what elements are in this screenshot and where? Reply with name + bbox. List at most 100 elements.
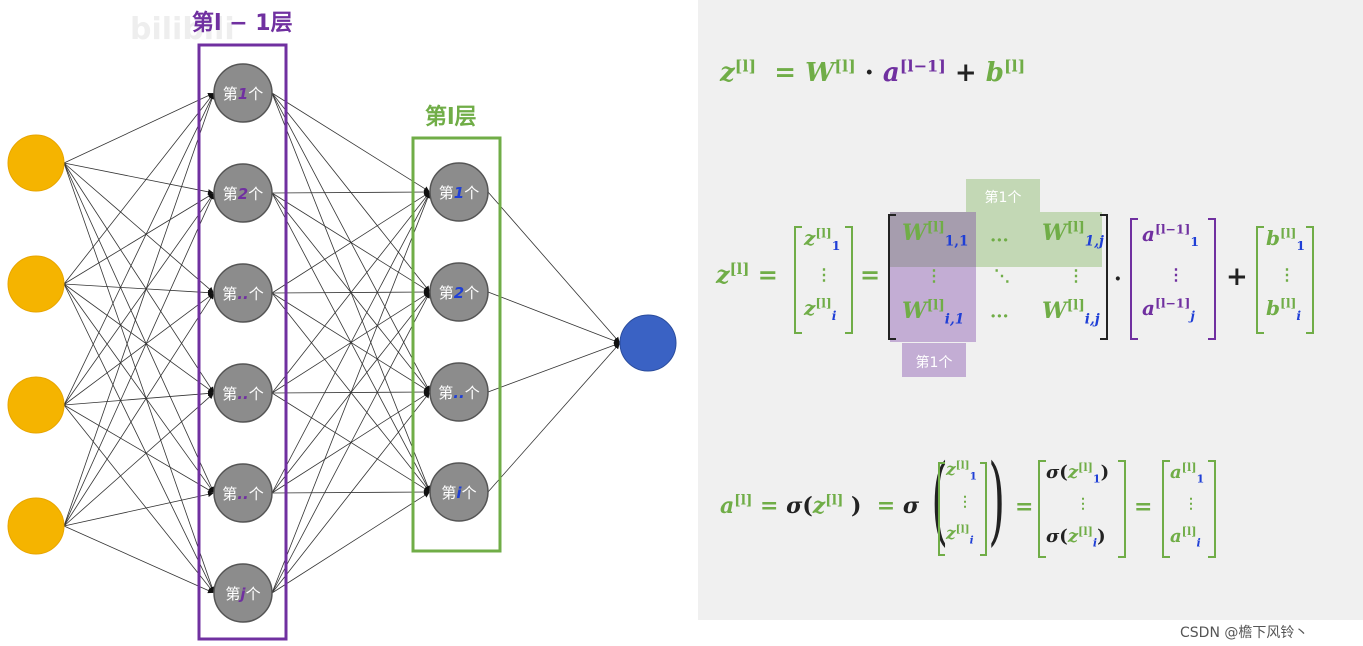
connection-edge: [63, 162, 214, 293]
a-vdots: ⋮: [1168, 265, 1184, 284]
connection-edge: [63, 93, 214, 285]
connection-edge: [63, 283, 214, 393]
prev-layer-node: [213, 463, 273, 523]
w-vdots-left: ⋮: [926, 266, 942, 285]
connection-edge: [487, 291, 620, 344]
dot-2: ·: [1114, 266, 1122, 292]
z3-1: z[l]1: [946, 459, 977, 483]
sigma-vec-bracket-left: [1038, 460, 1046, 558]
w-vdots-right: ⋮: [1068, 266, 1084, 285]
b-i: b[l]i: [1266, 295, 1302, 323]
eq-sign-3b: =: [1015, 494, 1034, 520]
connection-edge: [271, 192, 430, 394]
input-node: [7, 255, 65, 313]
connection-edge: [271, 392, 430, 492]
sigma-z1: σ(z[l]1): [1046, 461, 1110, 486]
prev-layer-node-label: 第2个: [223, 185, 263, 203]
w-i1: W[l]i,1: [902, 297, 965, 328]
connection-edge: [271, 292, 430, 392]
bilibili-logo-watermark: bilibili: [130, 12, 235, 47]
connection-edge: [271, 292, 430, 594]
cur-layer-node-label: 第..个: [438, 384, 479, 402]
w-bracket-right: [1100, 214, 1108, 340]
cur-layer-node-label: 第i个: [441, 484, 476, 502]
connection-edge: [271, 189, 430, 195]
z-lhs: z[l] =: [716, 260, 778, 289]
connection-edge: [63, 162, 214, 393]
input-node: [7, 376, 65, 434]
connection-edge: [487, 191, 620, 343]
prev-layer-node: [213, 63, 273, 123]
b-bracket-right: [1306, 226, 1314, 334]
z-i: z[l]i: [804, 295, 837, 323]
z-1: z[l]1: [804, 225, 841, 253]
big-paren-right: ): [988, 444, 1006, 556]
prev-layer-node-label: 第..个: [222, 385, 263, 403]
connection-edge: [63, 162, 214, 195]
connection-edge: [487, 343, 620, 493]
connection-edge: [271, 492, 430, 594]
a-vec-bracket-left: [1162, 460, 1170, 558]
connection-edge: [63, 283, 214, 296]
a3-1: a[l]1: [1170, 461, 1205, 486]
w-ddots: ⋱: [994, 266, 1010, 285]
row-highlight: [890, 212, 1102, 267]
connection-edge: [271, 392, 430, 594]
connection-edge: [63, 293, 214, 406]
prev-layer-node-label: 第j个: [225, 585, 260, 603]
z-vdots: ⋮: [816, 265, 832, 284]
input-node: [7, 497, 65, 555]
b-vdots: ⋮: [1279, 265, 1295, 284]
csdn-watermark: CSDN @檐下风铃丶: [1180, 625, 1309, 641]
a-j: a[l−1]j: [1142, 295, 1195, 323]
b-1: b[l]1: [1266, 225, 1306, 253]
column-highlight: [890, 212, 976, 342]
input-node: [7, 134, 65, 192]
a-vec-bracket-right: [1208, 460, 1216, 558]
cur-layer-node: [429, 162, 489, 222]
z3-vdots: ⋮: [958, 494, 972, 510]
prev-layer-node: [213, 163, 273, 223]
connection-edge: [487, 342, 620, 393]
connection-edge: [271, 192, 430, 494]
sigma-zi: σ(z[l]i): [1046, 525, 1106, 550]
z-vec3-bracket-left: [938, 462, 945, 556]
prev-layer-node: [213, 363, 273, 423]
eq-sign-2: =: [860, 260, 881, 289]
connection-edge: [63, 93, 214, 406]
cur-layer-node-label: 第2个: [439, 284, 479, 302]
connection-edge: [63, 93, 214, 164]
prev-layer-title: 第l − 1层: [192, 10, 293, 36]
w-hdots-bottom: ···: [990, 306, 1009, 327]
connection-edge: [63, 162, 215, 593]
connection-edge: [63, 491, 214, 527]
z3-i: z[l]i: [946, 523, 974, 547]
connection-edge: [63, 404, 214, 593]
connection-edge: [63, 283, 214, 493]
connection-edge: [63, 93, 215, 527]
eq-sign-3c: =: [1134, 494, 1153, 520]
a3-i: a[l]i: [1170, 525, 1201, 550]
prev-layer-box: [197, 43, 288, 641]
prev-layer-node-label: 第..个: [222, 485, 263, 503]
neural-network-diagram: 第l − 1层 第l层 第1个第2个第..个第..个第..个第j个第1个第2个第…: [7, 10, 677, 641]
connection-edge: [63, 293, 214, 527]
cur-layer-title: 第l层: [425, 104, 477, 130]
connection-edge: [63, 193, 215, 527]
row-tag: 第1个: [984, 190, 1022, 206]
equation-linear: z[l] = W[l] · a[l−1] + b[l]: [720, 56, 1026, 88]
b-bracket-left: [1256, 226, 1264, 334]
cur-layer-node: [429, 362, 489, 422]
a-bracket-left: [1130, 218, 1138, 340]
connection-edge: [63, 525, 214, 594]
prev-layer-node-label: 第..个: [222, 285, 263, 303]
formula-panel: z[l] = W[l] · a[l−1] + b[l] 第1个 第1个 z[l]…: [698, 0, 1363, 620]
sigma-vdots: ⋮: [1076, 496, 1090, 512]
connection-edge: [271, 192, 431, 594]
column-tag-bg: [902, 343, 966, 377]
connection-edge: [63, 390, 214, 406]
row-tag-bg: [966, 179, 1040, 212]
a-1: a[l−1]1: [1142, 221, 1200, 249]
cur-layer-node: [429, 462, 489, 522]
